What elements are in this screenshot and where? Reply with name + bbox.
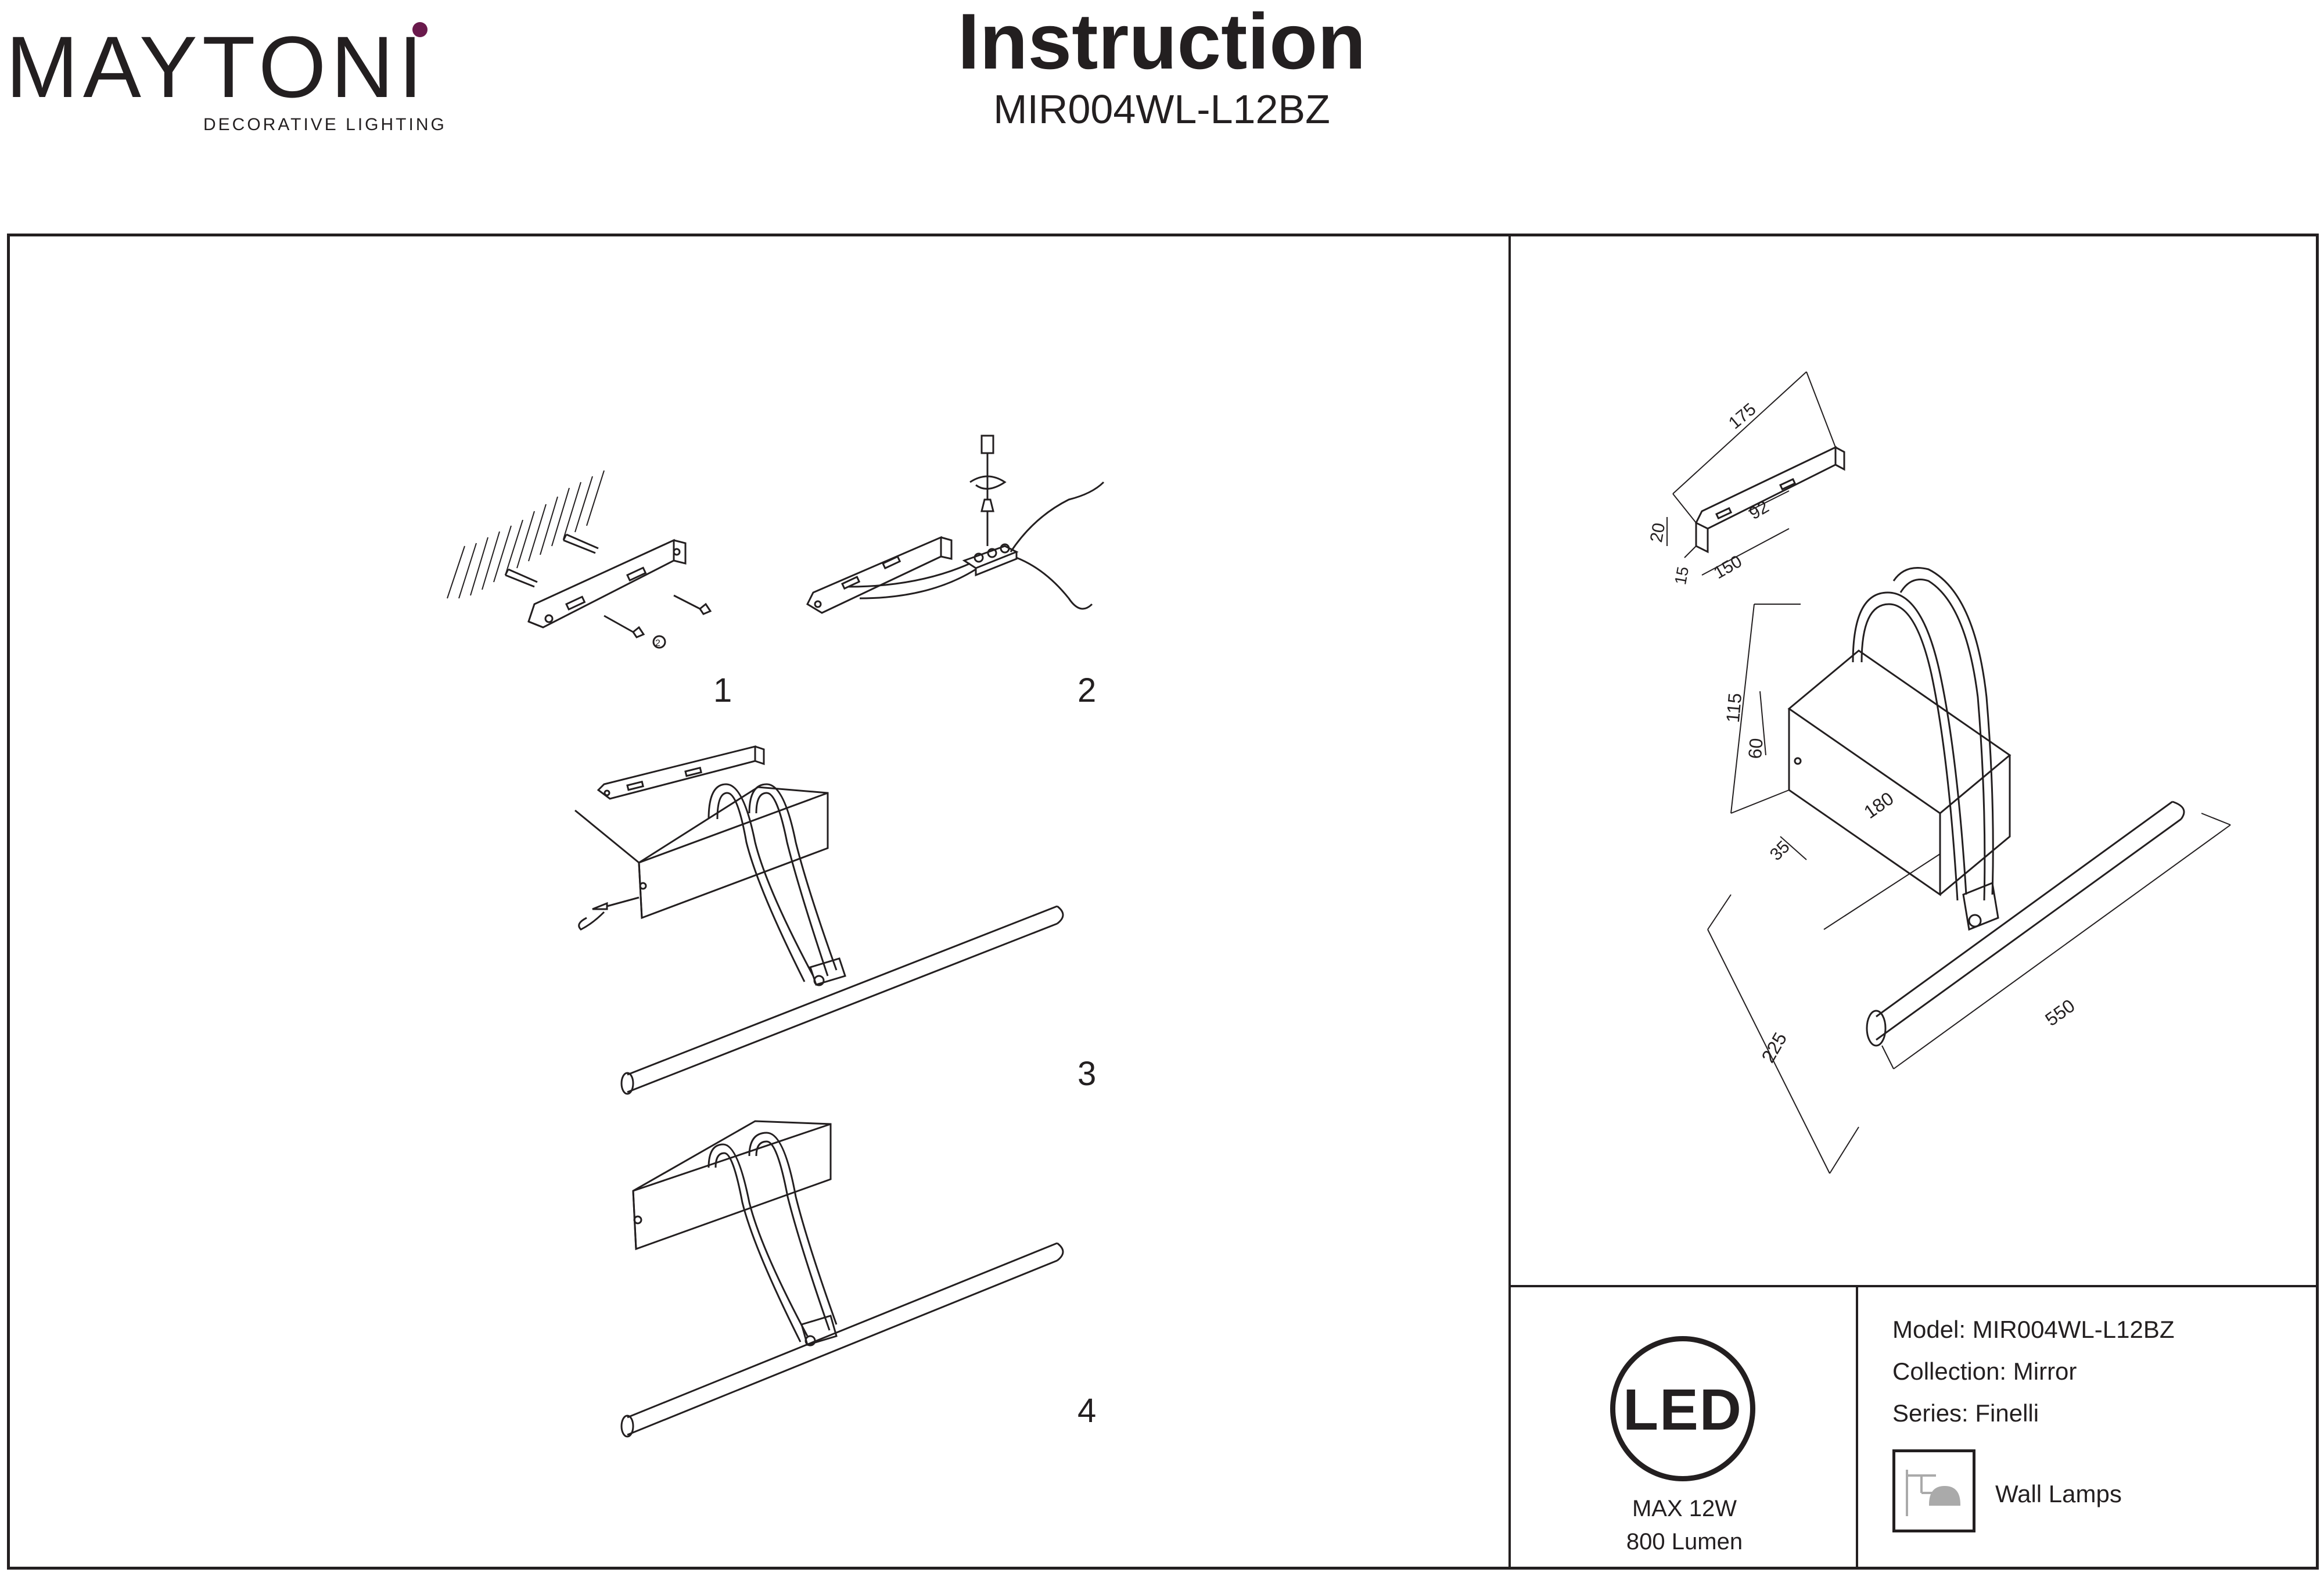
wall-lamp-icon <box>1904 1467 1965 1519</box>
dim-body-height: 115 <box>1722 692 1746 724</box>
dimension-drawing <box>1615 349 2254 1191</box>
dim-body-face: 60 <box>1744 737 1767 760</box>
divider-vertical-info <box>1856 1285 1858 1570</box>
divider-horizontal-info <box>1508 1285 2319 1287</box>
step-4-drawing <box>616 1115 1080 1441</box>
step-2-drawing <box>802 430 1127 651</box>
series-line: Series: Finelli <box>1892 1399 2039 1427</box>
brand-logo: MAYTONI DECORATIVE LIGHTING <box>6 12 444 134</box>
dim-bracket-height: 20 <box>1647 521 1669 544</box>
dim-bracket-thickness: 15 <box>1671 565 1693 586</box>
model-line: Model: MIR004WL-L12BZ <box>1892 1316 2175 1343</box>
content-frame <box>7 234 2319 1570</box>
divider-vertical-main <box>1508 234 1511 1570</box>
svg-text:2: 2 <box>655 638 660 648</box>
type-label: Wall Lamps <box>1995 1480 2122 1507</box>
brand-dot <box>412 22 428 37</box>
step-2-label: 2 <box>1077 672 1097 709</box>
brand-tagline: DECORATIVE LIGHTING <box>203 115 447 134</box>
lumen-output: 800 Lumen <box>1626 1529 1743 1555</box>
model-number-heading: MIR004WL-L12BZ <box>993 87 1330 132</box>
led-badge <box>1610 1336 1755 1481</box>
step-1-label: 1 <box>713 672 732 709</box>
step-3-drawing <box>569 738 1080 1098</box>
step-3-label: 3 <box>1077 1055 1097 1093</box>
step-1-drawing: 2 <box>441 430 743 674</box>
led-badge-text: LED <box>1623 1377 1743 1442</box>
collection-line: Collection: Mirror <box>1892 1358 2077 1385</box>
page-title: Instruction <box>957 0 1366 85</box>
brand-name: MAYTONI <box>6 18 428 116</box>
step-4-label: 4 <box>1077 1392 1097 1430</box>
max-power: MAX 12W <box>1632 1496 1737 1521</box>
type-icon-box <box>1892 1449 1975 1532</box>
